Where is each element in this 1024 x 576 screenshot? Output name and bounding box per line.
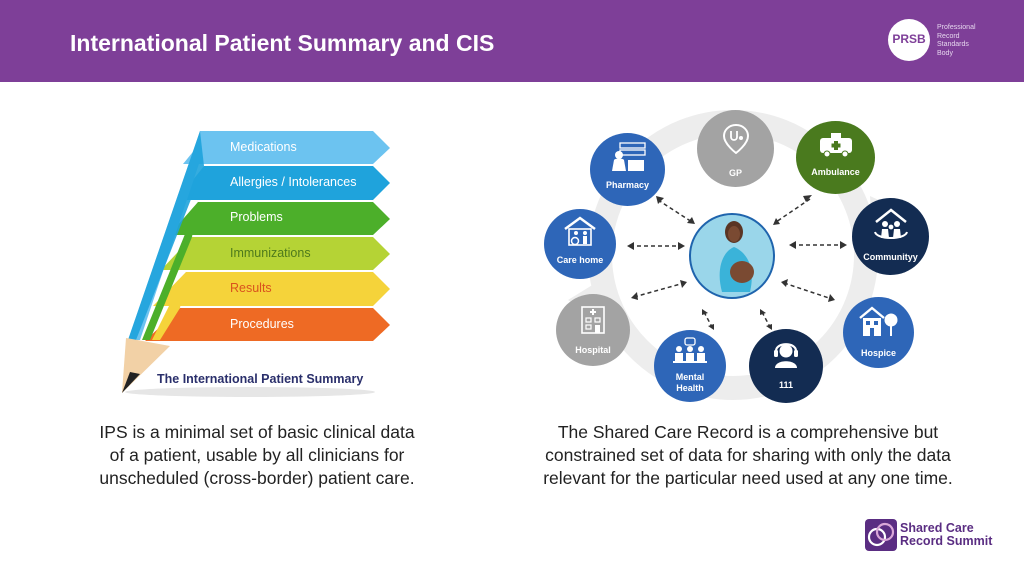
mental-health-label-line: Mental	[675, 372, 705, 382]
hospital-label: Hospital	[575, 345, 611, 355]
ips-layer-label: Allergies / Intolerances	[230, 175, 356, 189]
cis-description-line: constrained set of data for sharing with…	[545, 445, 951, 465]
ips-layer-results	[153, 272, 390, 306]
pencil-shadow	[125, 387, 375, 397]
pencil-stripe-3	[142, 202, 198, 340]
cis-description-line: The Shared Care Record is a comprehensiv…	[557, 422, 939, 442]
prsb-logo-text-line: Professional	[937, 24, 976, 31]
ips-layer-procedures	[145, 308, 390, 341]
hospice-label: Hospice	[860, 348, 896, 358]
ambulance-icon	[819, 133, 852, 158]
community-house-icon	[873, 208, 908, 239]
ips-layer-immunizations	[161, 237, 390, 270]
community-label: Communityy	[863, 252, 918, 262]
mental-health-node: Mental Health	[654, 330, 726, 402]
care-home-node: Care home	[544, 209, 616, 279]
ips-description-line: unscheduled (cross-border) patient care.	[99, 468, 415, 488]
ips-pencil-diagram: Medications Allergies / Intolerances Pro…	[122, 131, 390, 397]
ips-description: IPS is a minimal set of basic clinical d…	[70, 421, 444, 490]
111-label: 111	[778, 380, 794, 390]
page-title: International Patient Summary and CIS	[70, 30, 495, 56]
headset-operator-icon	[774, 343, 798, 368]
summit-logo-line: Record Summit	[900, 534, 993, 548]
ips-layer-label: Medications	[230, 140, 297, 154]
shared-care-summit-logo-icon	[865, 519, 897, 551]
stethoscope-pin-icon	[722, 124, 749, 154]
hospital-node: Hospital	[556, 294, 630, 366]
cis-description-line: relevant for the particular need used at…	[543, 468, 953, 488]
prsb-logo-abbr: PRSB	[892, 32, 926, 46]
ambulance-label: Ambulance	[811, 167, 860, 177]
hospital-building-icon	[581, 306, 605, 334]
111-node: 111	[749, 329, 823, 403]
prsb-logo: PRSB	[888, 19, 930, 61]
connection-arrowheads	[627, 195, 847, 330]
pencil-stripe-4	[152, 272, 186, 340]
ips-layer-label: Results	[230, 281, 272, 295]
ips-layer-label: Procedures	[230, 317, 294, 331]
pharmacy-node: Pharmacy	[590, 133, 665, 206]
care-home-icon	[564, 216, 596, 246]
pharmacist-icon	[611, 142, 646, 171]
connection-arrows	[630, 198, 844, 328]
pharmacy-label: Pharmacy	[605, 180, 650, 190]
prsb-logo-text-line: Record	[937, 32, 960, 40]
cis-description: The Shared Care Record is a comprehensiv…	[512, 421, 984, 490]
ips-layer-allergies	[177, 166, 390, 200]
prsb-logo-text-line: Body	[937, 49, 953, 57]
ips-description-line: IPS is a minimal set of basic clinical d…	[99, 422, 415, 442]
prsb-logo-text-line: Standards	[937, 41, 969, 48]
prsb-logo-text: Professional Record Standards Body	[937, 24, 1007, 58]
ips-layer-problems	[169, 202, 390, 235]
care-home-label: Care home	[556, 255, 604, 265]
ips-layer-label: Problems	[230, 210, 283, 224]
pregnant-patient-icon	[719, 221, 754, 292]
hospice-house-icon	[858, 306, 897, 336]
ambulance-node: Ambulance	[796, 121, 875, 194]
gp-label: GP	[728, 168, 742, 178]
mental-health-meeting-icon	[673, 337, 707, 363]
ips-layer-medications	[183, 131, 390, 164]
summit-logo-line: Shared Care	[900, 521, 974, 535]
pencil-stripe-2	[128, 131, 204, 340]
gp-node: GP	[697, 110, 774, 187]
mental-health-label-line: Health	[676, 383, 704, 393]
header-bar: International Patient Summary and CIS PR…	[0, 0, 1024, 82]
community-node: Communityy	[852, 198, 929, 275]
ips-description-line: of a patient, usable by all clinicians f…	[109, 445, 405, 465]
ips-layer-label: Immunizations	[230, 246, 311, 260]
ips-caption-title: The International Patient Summary	[157, 372, 363, 386]
hospice-node: Hospice	[843, 297, 914, 368]
shared-care-summit-logo-text: Shared Care Record Summit	[900, 522, 992, 548]
pencil-lead-tip	[122, 372, 140, 393]
